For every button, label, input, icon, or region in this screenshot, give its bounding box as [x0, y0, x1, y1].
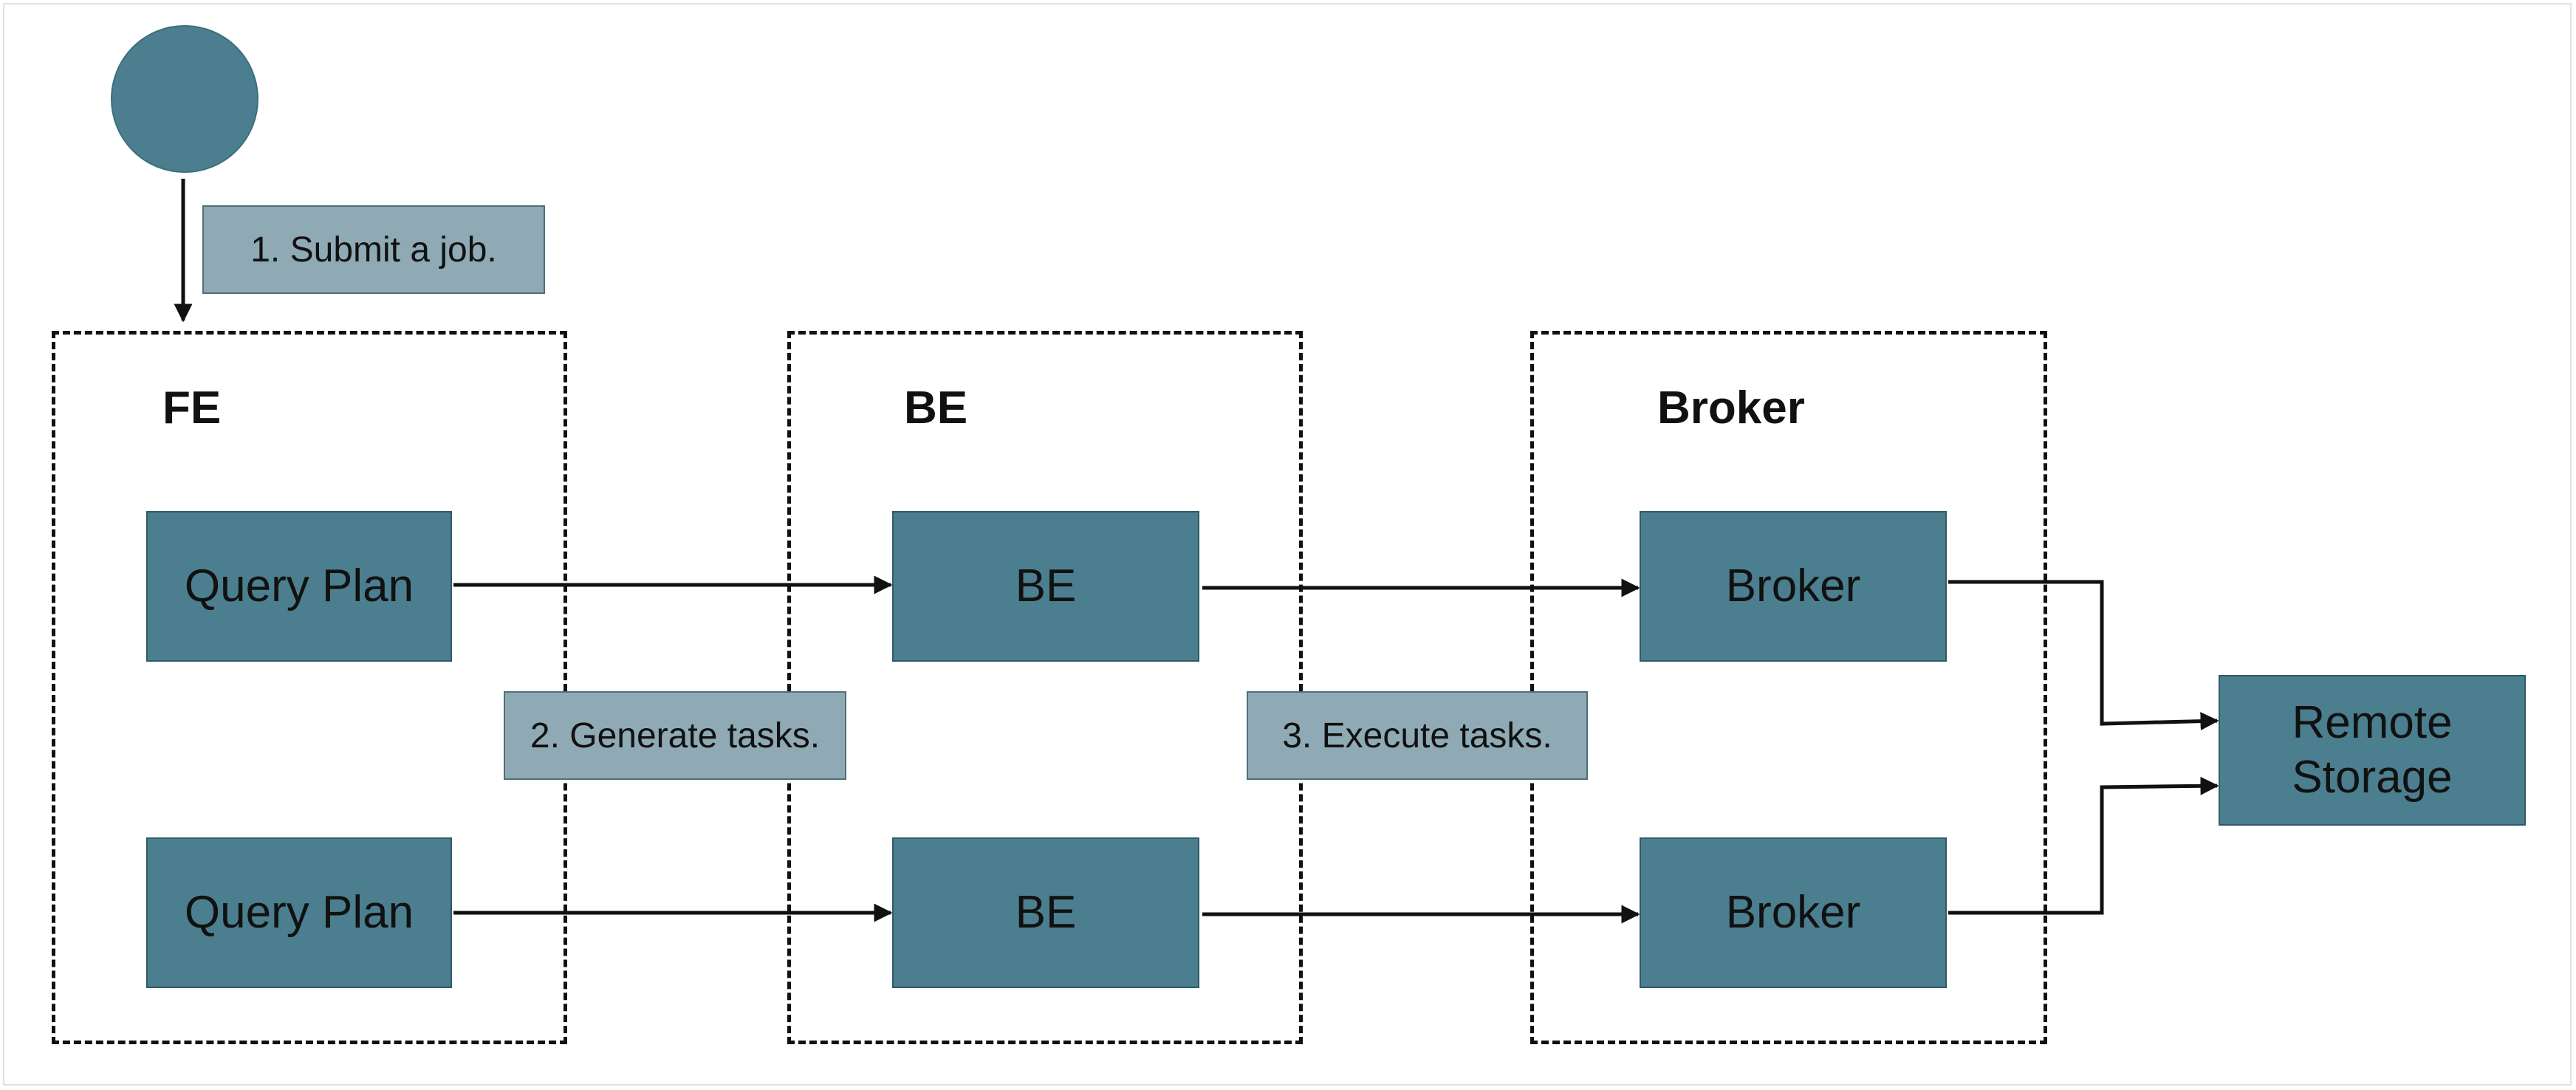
step-submit-label: 1. Submit a job. — [202, 205, 545, 294]
group-be-label: BE — [904, 383, 968, 433]
broker-node-1: Broker — [1640, 511, 1947, 662]
group-be — [787, 331, 1303, 1044]
remote-storage-node: Remote Storage — [2219, 675, 2526, 826]
step-generate-label: 2. Generate tasks. — [504, 691, 846, 780]
group-fe — [52, 331, 567, 1044]
edge-broker2-to-storage — [1948, 776, 2219, 915]
group-broker-label: Broker — [1657, 383, 1805, 433]
be-node-1: BE — [892, 511, 1199, 662]
edge-broker1-to-storage — [1948, 580, 2219, 731]
step-execute-label: 3. Execute tasks. — [1247, 691, 1588, 780]
query-plan-node-2: Query Plan — [146, 837, 452, 988]
broker-node-2: Broker — [1640, 837, 1947, 988]
query-plan-node-1: Query Plan — [146, 511, 452, 662]
be-node-2: BE — [892, 837, 1199, 988]
group-fe-label: FE — [162, 383, 222, 433]
group-broker — [1530, 331, 2047, 1044]
user-circle — [111, 25, 258, 173]
diagram-frame — [3, 3, 2572, 1086]
